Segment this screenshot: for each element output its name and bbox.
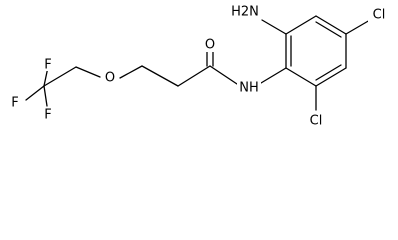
bond-ring-cl-upper: [345, 19, 371, 35]
bond-ring-amino: [261, 19, 287, 35]
atom-cl-upper: Cl: [373, 8, 386, 23]
atom-f-lower: F: [44, 108, 51, 123]
bond-carbonyl-n: [209, 65, 241, 87]
atom-ether-oxygen: O: [105, 71, 115, 86]
ring-bond-5-inner: [315, 64, 342, 81]
ring-bond-6: [285, 67, 317, 87]
ring-bond-3: [315, 15, 347, 35]
structure-drawing: F F F O O NH H2N Cl Cl: [11, 4, 386, 129]
atom-cl-lower: Cl: [310, 114, 323, 129]
bond-cf3-ch2: [43, 66, 77, 87]
bond-ch2-o: [75, 66, 101, 78]
ring-bond-2: [285, 15, 317, 35]
bond-cf3-f-left: [25, 85, 45, 101]
atom-amino: H2N: [231, 5, 259, 20]
bond-o-ch2: [119, 65, 143, 79]
ring-bond-3-inner: [315, 21, 342, 38]
bond-ch2-carbonyl: [177, 65, 211, 87]
atom-f-upper: F: [44, 58, 51, 73]
bond-cf3-f-lower: [43, 85, 48, 107]
molecule-diagram: F F F O O NH H2N Cl Cl: [11, 4, 386, 129]
atom-carbonyl-oxygen: O: [205, 38, 215, 53]
atom-amide-nh: NH: [239, 81, 259, 96]
atom-f-left: F: [11, 96, 18, 111]
ring-bond-5: [315, 67, 347, 87]
bond-ch2-ch2: [141, 65, 179, 87]
